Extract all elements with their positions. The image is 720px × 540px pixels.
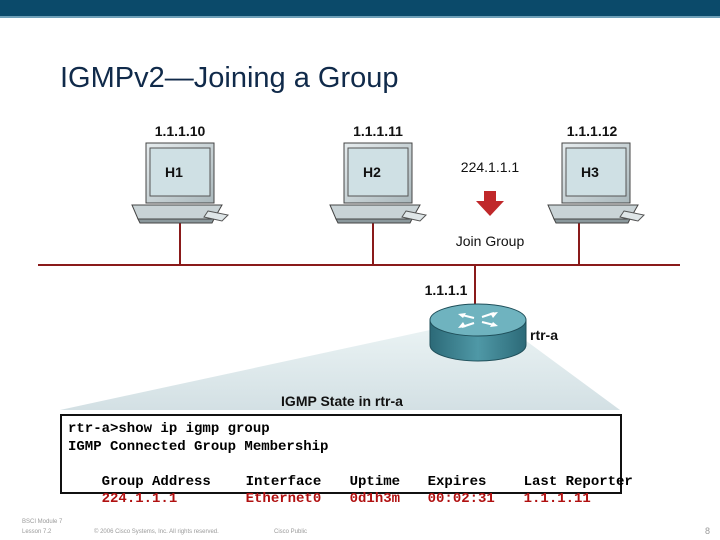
col-last-reporter: Last Reporter	[523, 473, 633, 490]
col-group-address: Group Address	[101, 473, 211, 490]
cell-interface: Ethernet0	[245, 491, 322, 507]
down-arrow-icon	[476, 191, 504, 216]
host-h3-ip: 1.1.1.12	[567, 123, 618, 139]
slide-title: IGMPv2—Joining a Group	[60, 62, 399, 94]
footer-copyright: © 2006 Cisco Systems, Inc. All rights re…	[94, 529, 219, 535]
footer-lesson: Lesson 7.2	[22, 529, 52, 535]
top-banner	[0, 0, 720, 16]
footer-module: BSCI Module 7	[22, 519, 63, 525]
host-h1-computer-icon: H1	[131, 142, 230, 224]
top-banner-line	[0, 16, 720, 18]
host-h2-name: H2	[363, 164, 381, 180]
host-h2-ip: 1.1.1.11	[353, 123, 403, 139]
cli-heading-line: IGMP Connected Group Membership	[68, 438, 329, 455]
host-h1-ip: 1.1.1.10	[155, 123, 206, 139]
cli-output-box: rtr-a>show ip igmp group IGMP Connected …	[60, 414, 633, 507]
router-icon	[429, 303, 527, 362]
router-ip: 1.1.1.1	[425, 282, 468, 298]
igmp-state-title: IGMP State in rtr-a	[281, 393, 403, 409]
host-h3-name: H3	[581, 164, 599, 180]
page-number: 8	[704, 526, 710, 536]
cell-last-reporter: 1.1.1.11	[523, 491, 591, 507]
cli-column-headers: Group Address Interface Uptime Expires Last …	[68, 456, 633, 490]
host-h1-name: H1	[165, 164, 183, 180]
col-uptime: Uptime	[349, 473, 401, 490]
host-h3-computer-icon: H3	[547, 142, 646, 224]
footer-classification: Cisco Public	[274, 529, 308, 535]
join-group-label: Join Group	[456, 233, 525, 249]
cell-uptime: 0d1h3m	[349, 491, 401, 507]
cell-expires: 00:02:31	[427, 491, 495, 507]
col-interface: Interface	[245, 473, 322, 490]
cell-group-address: 224.1.1.1	[101, 491, 178, 507]
col-expires: Expires	[427, 473, 487, 490]
host-h2-computer-icon: H2	[329, 142, 428, 224]
cli-command-line: rtr-a>show ip igmp group	[68, 421, 270, 437]
cli-data-row: 224.1.1.1 Ethernet0 0d1h3m 00:02:31 1.1.1.11	[68, 474, 620, 507]
router-name: rtr-a	[530, 327, 558, 343]
group-address-label: 224.1.1.1	[461, 159, 520, 175]
